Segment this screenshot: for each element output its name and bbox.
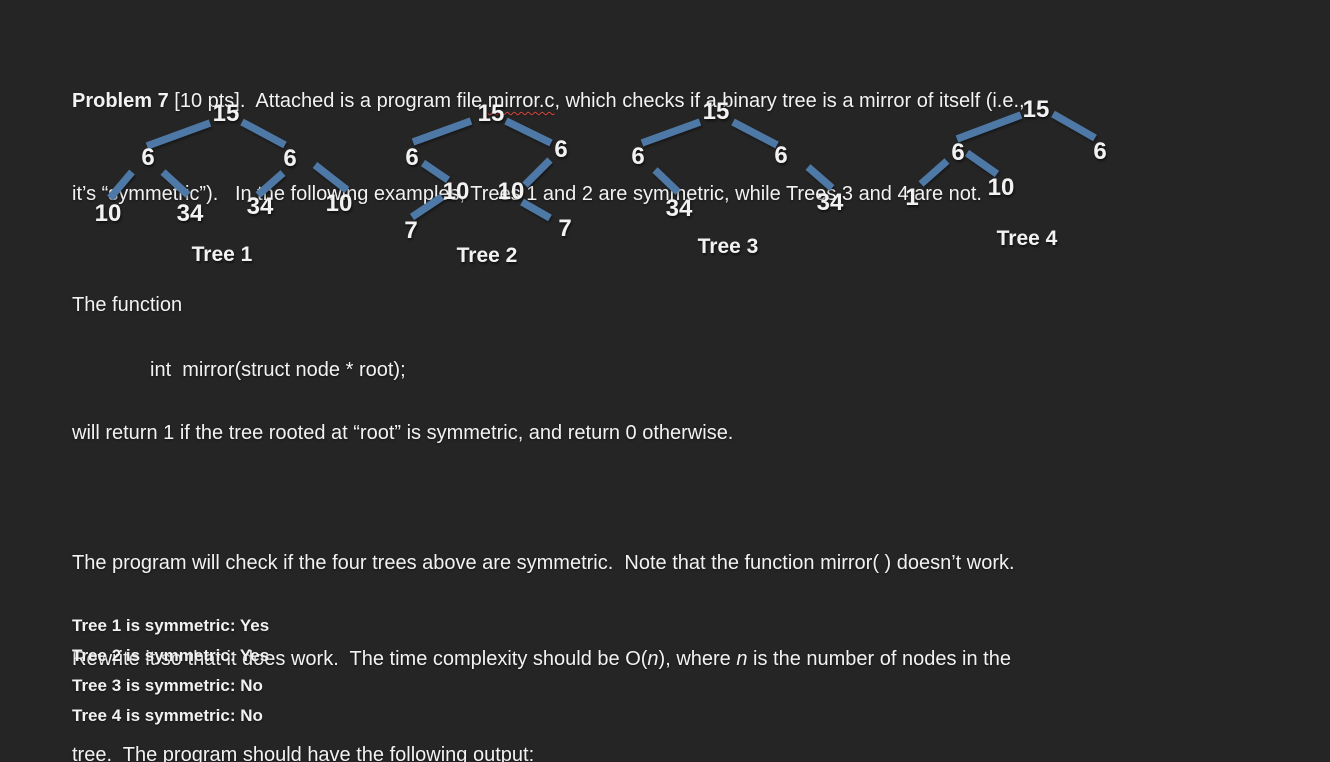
tree2-root: 15 <box>477 100 505 127</box>
task-line2-italic-n1: n <box>647 648 659 670</box>
problem-title: Problem 7 <box>72 90 169 112</box>
problem-points: [10 pts]. Attached is a program file <box>168 90 488 112</box>
tree2-left-7: 7 <box>404 217 418 244</box>
problem-line1-rest: , which checks if a binary tree is a mir… <box>554 90 1025 112</box>
task-line3: tree. The program should have the follow… <box>72 744 535 762</box>
function-signature: int mirror(struct node * root); <box>150 359 406 381</box>
tree1-leaf-lr: 34 <box>176 200 204 227</box>
tree2-right-child: 6 <box>554 136 568 163</box>
tree4-caption: Tree 4 <box>996 227 1058 250</box>
tree4-left-child: 6 <box>951 139 965 166</box>
tree2-right-7: 7 <box>558 215 572 242</box>
tree2-left-child: 6 <box>405 144 419 171</box>
tree3-right-child: 6 <box>774 142 788 169</box>
tree4-root: 15 <box>1022 96 1050 123</box>
tree1-leaf-ll: 10 <box>94 200 122 227</box>
task-line2: Rewrite it so that it does work. The tim… <box>72 643 1302 675</box>
tree3-caption: Tree 3 <box>697 235 759 258</box>
output-line-1: Tree 1 is symmetric: Yes <box>72 616 270 635</box>
tree1-caption: Tree 1 <box>191 243 253 266</box>
tree2-right-10: 10 <box>497 178 525 205</box>
filename-mirror-c: mirror.c <box>487 90 555 112</box>
tree2-caption: Tree 2 <box>456 244 518 267</box>
tree4-leaf-10: 10 <box>987 174 1015 201</box>
function-intro: The function <box>72 294 183 316</box>
tree3-right-34: 34 <box>816 189 844 216</box>
task-line2-part2: ), where <box>658 648 737 670</box>
task-line2-part3: is the number of nodes in the <box>747 648 1011 670</box>
return-description: will return 1 if the tree rooted at “roo… <box>72 422 734 444</box>
tree1-leaf-rr: 10 <box>325 190 353 217</box>
task-line2-italic-n2: n <box>736 648 748 670</box>
tree3-root: 15 <box>702 98 730 125</box>
task-paragraph: The program will check if the four trees… <box>72 483 1302 762</box>
tree4-leaf-1: 1 <box>905 184 919 211</box>
tree4-right-child: 6 <box>1093 138 1107 165</box>
tree1-right-child: 6 <box>283 145 297 172</box>
tree1-root: 15 <box>212 100 240 127</box>
output-line-3: Tree 3 is symmetric: No <box>72 676 263 695</box>
task-line2-part1: Rewrite it so that it does work. The tim… <box>72 648 648 670</box>
output-line-4: Tree 4 is symmetric: No <box>72 706 263 725</box>
output-line-2: Tree 2 is symmetric: Yes <box>72 646 270 665</box>
tree3-left-34: 34 <box>665 195 693 222</box>
problem-statement-line1: Problem 7 [10 pts]. Attached is a progra… <box>72 86 1302 117</box>
task-line1: The program will check if the four trees… <box>72 552 1015 574</box>
tree1-left-child: 6 <box>141 144 155 171</box>
tree3-left-child: 6 <box>631 143 645 170</box>
